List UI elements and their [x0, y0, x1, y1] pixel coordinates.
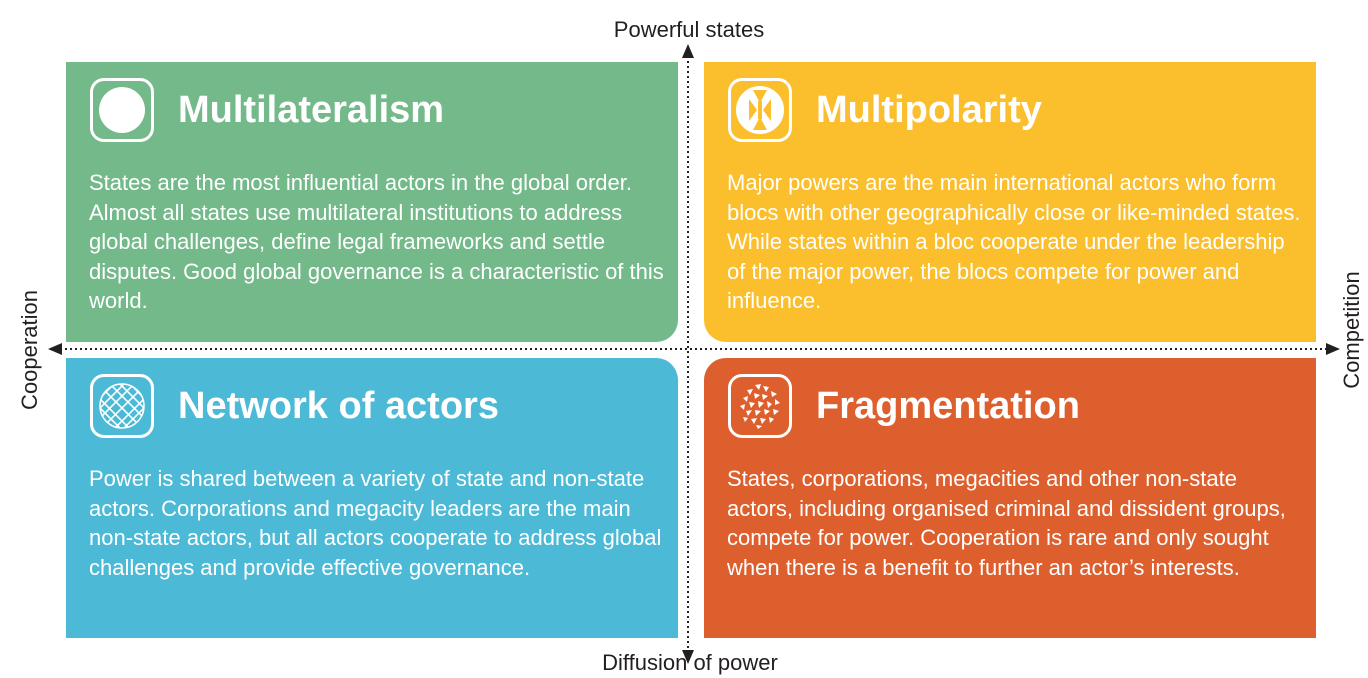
quadrant-multilateralism: Multilateralism States are the most infl…: [66, 62, 678, 342]
quadrant-description: States are the most influential actors i…: [89, 170, 664, 313]
mesh-globe-icon: [99, 383, 145, 429]
quadrant-fragmentation: Fragmentation States, corporations, mega…: [704, 358, 1316, 638]
shattered-globe-icon: [740, 384, 780, 429]
axis-label-right: Competition: [1339, 271, 1364, 389]
icon-frame: [728, 374, 792, 438]
arrow-down-icon: [682, 650, 694, 664]
split-poles-icon: [736, 86, 784, 134]
icon-frame: [90, 78, 154, 142]
quadrant-multipolarity: Multipolarity Major powers are the main …: [704, 62, 1316, 342]
quadrant-description: Power is shared between a variety of sta…: [89, 466, 662, 580]
quadrant-description: Major powers are the main international …: [727, 170, 1301, 313]
quadrant-title: Network of actors: [178, 385, 499, 427]
quadrant-title: Fragmentation: [816, 385, 1080, 427]
quadrant-network-of-actors: Network of actors Power is shared betwee…: [66, 358, 678, 638]
axis-label-left: Cooperation: [17, 290, 42, 410]
quadrant-title: Multilateralism: [178, 89, 445, 131]
quadrant-description: States, corporations, megacities and oth…: [727, 466, 1286, 580]
quadrant-title: Multipolarity: [816, 89, 1042, 131]
arrow-up-icon: [682, 44, 694, 58]
icon-frame: [90, 374, 154, 438]
icon-frame: [728, 78, 792, 142]
arrow-left-icon: [48, 343, 62, 355]
axis-label-top: Powerful states: [613, 17, 765, 42]
circle-icon: [99, 87, 145, 133]
arrow-right-icon: [1326, 343, 1340, 355]
axis-label-bottom: Diffusion of power: [602, 650, 778, 675]
